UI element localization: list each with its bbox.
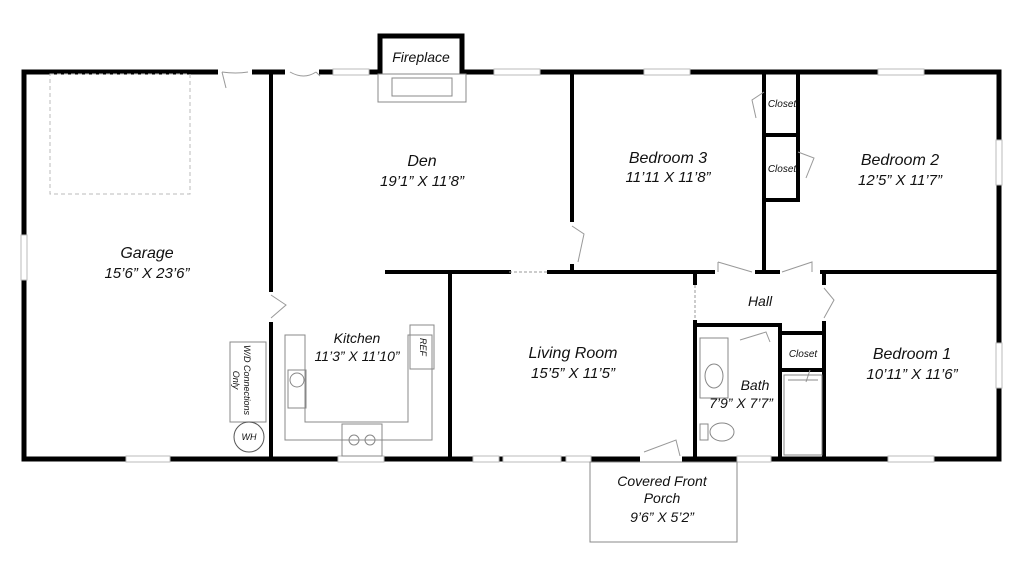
bedroom1-dims: 10’11” X 11’6” [866,366,958,383]
bath-dims: 7’9” X 7’7” [709,395,774,411]
bedroom2-name: Bedroom 2 [861,152,939,169]
wd-label-line1: W/D Connections [242,345,252,416]
kitchen-name: Kitchen [334,330,381,346]
kitchen-dims: 11’3” X 11’10” [314,348,400,364]
kitchen-counters [284,324,435,457]
laundry-area [229,341,267,453]
ref-label: REF [418,338,428,357]
garage-name: Garage [120,245,173,262]
fireplace-hearth [377,73,467,103]
fireplace-label: Fireplace [392,49,450,65]
bath-name: Bath [741,377,770,393]
bedroom3-name: Bedroom 3 [629,150,707,167]
covered-porch [589,461,738,543]
bedroom2-dims: 12’5” X 11’7” [858,172,943,189]
den-dims: 19’1” X 11’8” [380,173,465,190]
living-dims: 15’5” X 11’5” [531,365,616,382]
bedroom1-name: Bedroom 1 [873,346,951,363]
windows [20,68,1003,463]
garage-door-outline [49,73,191,195]
den-name: Den [407,153,436,170]
porch-name-line1: Covered Front [617,473,708,489]
garage-dims: 15’6” X 23’6” [104,265,190,282]
interior-walls [269,70,1001,461]
closet-label-bedroom2: Closet [768,164,798,175]
wd-label-line2: Only [231,371,241,390]
bedroom3-dims: 11’11 X 11’8” [625,169,711,186]
porch-dims: 9’6” X 5’2” [630,509,695,525]
closet-label-bedroom3: Closet [768,99,798,110]
closet-label-bedroom1: Closet [789,349,819,360]
living-name: Living Room [529,345,618,362]
doors [218,69,835,462]
hall-name: Hall [748,293,773,309]
bath-fixtures [699,337,823,456]
porch-name-line2: Porch [644,490,681,506]
wh-label: WH [242,432,257,442]
